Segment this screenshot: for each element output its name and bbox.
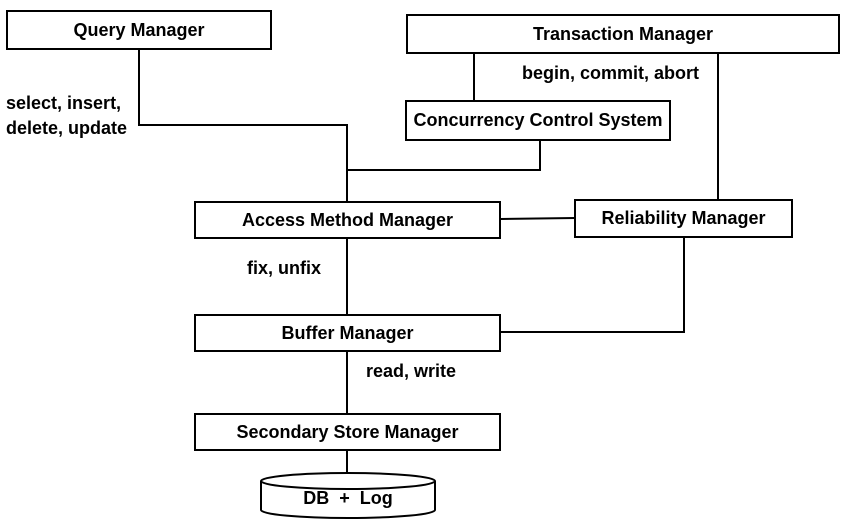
select-insert-label: select, insert,: [6, 93, 122, 113]
database-cylinder-icon: [260, 472, 436, 519]
connector-query-to-access: [138, 50, 348, 201]
delete-update-label: delete, update: [6, 118, 128, 138]
secondary-store-manager-label: Secondary Store Manager: [236, 421, 459, 442]
concurrency-control-box: Concurrency Control System: [405, 100, 671, 141]
begin-commit-abort-label: begin, commit, abort: [522, 63, 700, 83]
buffer-manager-label: Buffer Manager: [281, 322, 414, 343]
reliability-manager-label: Reliability Manager: [601, 208, 766, 228]
query-manager-label: Query Manager: [73, 19, 205, 40]
reliability-manager-box: Reliability Manager: [574, 199, 793, 238]
access-method-manager-box: Access Method Manager: [194, 201, 501, 239]
transaction-manager-label: Transaction Manager: [532, 23, 714, 44]
db-log-label: DB + Log: [303, 487, 393, 508]
connector-access-to-reliability: [500, 217, 576, 220]
access-method-manager-label: Access Method Manager: [241, 209, 454, 230]
buffer-manager-box: Buffer Manager: [194, 314, 501, 352]
connector-reliability-to-buffer: [501, 238, 685, 333]
concurrency-control-label: Concurrency Control System: [413, 110, 663, 130]
connector-concurrency-to-access: [347, 141, 541, 171]
secondary-store-manager-box: Secondary Store Manager: [194, 413, 501, 451]
read-write-label: read, write: [366, 361, 457, 381]
fix-unfix-label: fix, unfix: [247, 258, 322, 278]
transaction-manager-box: Transaction Manager: [406, 14, 840, 54]
query-manager-box: Query Manager: [6, 10, 272, 50]
